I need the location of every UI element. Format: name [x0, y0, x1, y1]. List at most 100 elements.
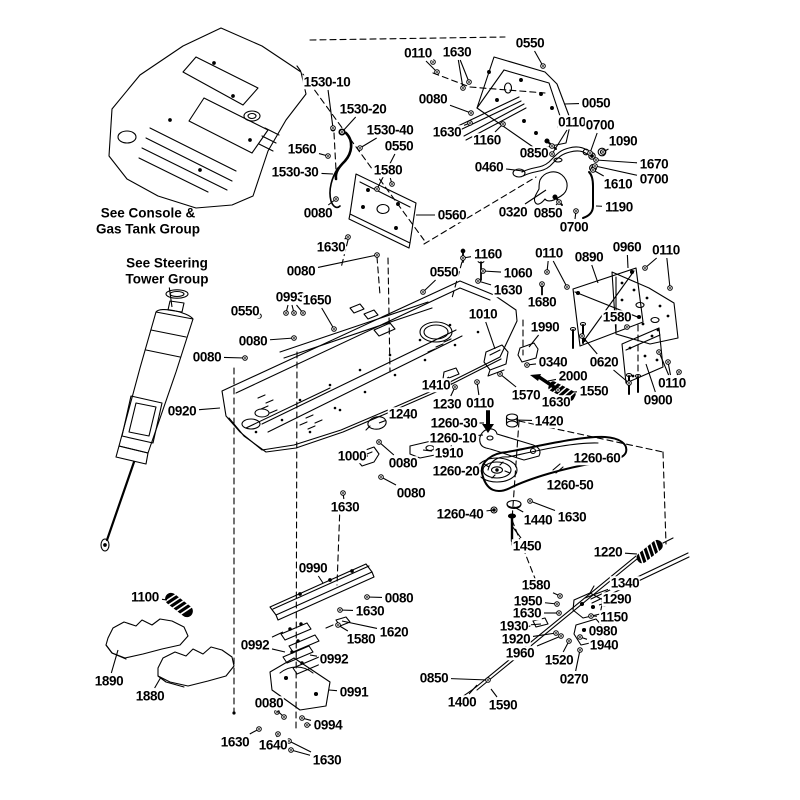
fastener-icon: [590, 615, 592, 617]
fastener-icon: [432, 61, 434, 63]
leader-line: [269, 337, 295, 341]
leader-line: [482, 270, 502, 273]
steering-tower-illustration: [100, 289, 194, 552]
leader-line: [422, 449, 433, 452]
leader-line: [595, 159, 638, 164]
fastener-icon: [285, 312, 287, 314]
fastener-icon: [347, 236, 349, 238]
leader-line: [317, 254, 378, 268]
fastener-icon: [560, 635, 562, 637]
leader-line: [457, 59, 464, 89]
leader-line: [511, 525, 522, 539]
pulley-belt-assembly: [476, 410, 628, 546]
leader-line: [626, 254, 629, 269]
leader-line: [532, 632, 557, 637]
leader-line: [321, 172, 334, 175]
leader-line: [486, 509, 495, 512]
fastener-icon: [556, 603, 558, 605]
fastener-icon: [581, 335, 583, 337]
dashed-end-dot: [232, 711, 236, 715]
fastener-icon: [592, 169, 594, 171]
fastener-icon: [341, 131, 343, 133]
fastener-icon: [526, 364, 528, 366]
leader-line: [288, 740, 312, 753]
support-plate-0560: [348, 173, 417, 249]
fastener-icon: [462, 87, 464, 89]
fastener-icon: [628, 382, 630, 384]
leader-line: [530, 623, 542, 626]
fastener-icon: [579, 636, 581, 638]
fastener-icon: [529, 500, 531, 502]
fastener-icon: [380, 476, 382, 478]
fastener-icon: [575, 210, 577, 212]
leader-line: [528, 334, 540, 348]
leader-line: [584, 588, 609, 599]
fastener-icon: [306, 724, 308, 726]
fastener-icon: [391, 183, 393, 185]
fastener-icon: [342, 492, 344, 494]
leader-line: [449, 104, 472, 114]
leader-line: [378, 419, 387, 424]
fastener-icon: [283, 716, 285, 718]
fastener-icon: [602, 151, 604, 153]
leader-line: [468, 684, 478, 695]
fastener-icon: [566, 286, 568, 288]
leader-line: [575, 649, 581, 672]
fastener-icon: [337, 624, 339, 626]
leader-line: [290, 749, 311, 756]
leader-line: [327, 89, 334, 129]
fastener-icon: [678, 371, 680, 373]
leader-line: [446, 376, 450, 379]
foot-pads-illustration: [105, 592, 235, 688]
fastener-icon: [290, 749, 292, 751]
fastener-icon: [277, 733, 279, 735]
fastener-icon: [669, 287, 671, 289]
fastener-icon: [468, 81, 470, 83]
leader-line: [547, 378, 557, 382]
leader-line: [485, 321, 496, 350]
console-hood-illustration: [108, 27, 307, 209]
leader-line: [513, 506, 524, 513]
fastener-icon: [499, 373, 501, 375]
leader-line: [223, 356, 246, 359]
fastener-icon: [558, 201, 560, 203]
fastener-icon: [477, 280, 479, 282]
leader-line: [309, 654, 318, 657]
fastener-icon: [454, 386, 456, 388]
fastener-icon: [551, 145, 553, 147]
fastener-icon: [244, 357, 246, 359]
fastener-icon: [658, 351, 660, 353]
leader-line: [422, 279, 436, 293]
leader-line: [168, 287, 173, 308]
fastener-icon: [288, 740, 290, 742]
chassis-frame-illustration: [221, 248, 545, 453]
fastener-icon: [293, 337, 295, 339]
fastener-icon: [558, 612, 560, 614]
leader-line: [598, 603, 602, 606]
fastener-icon: [568, 640, 570, 642]
fastener-icon: [551, 153, 553, 155]
leader-line: [589, 132, 598, 154]
fastener-icon: [258, 315, 260, 317]
leader-line: [552, 260, 568, 288]
leader-line: [594, 165, 638, 176]
leader-line: [154, 676, 162, 689]
fastener-icon: [470, 112, 472, 114]
fastener-icon: [546, 271, 548, 273]
leader-line: [499, 373, 517, 388]
fastener-icon: [644, 267, 646, 269]
leader-line: [534, 50, 544, 67]
fastener-icon: [541, 283, 543, 285]
fastener-icon: [589, 152, 591, 154]
leader-line: [529, 500, 556, 512]
leader-line: [505, 168, 524, 172]
leader-line: [271, 631, 284, 638]
leader-line: [490, 688, 498, 698]
leader-line: [591, 264, 599, 284]
leader-line: [551, 129, 568, 155]
leader-line: [536, 635, 562, 647]
leader-line: [110, 649, 119, 674]
fastener-icon: [366, 596, 368, 598]
